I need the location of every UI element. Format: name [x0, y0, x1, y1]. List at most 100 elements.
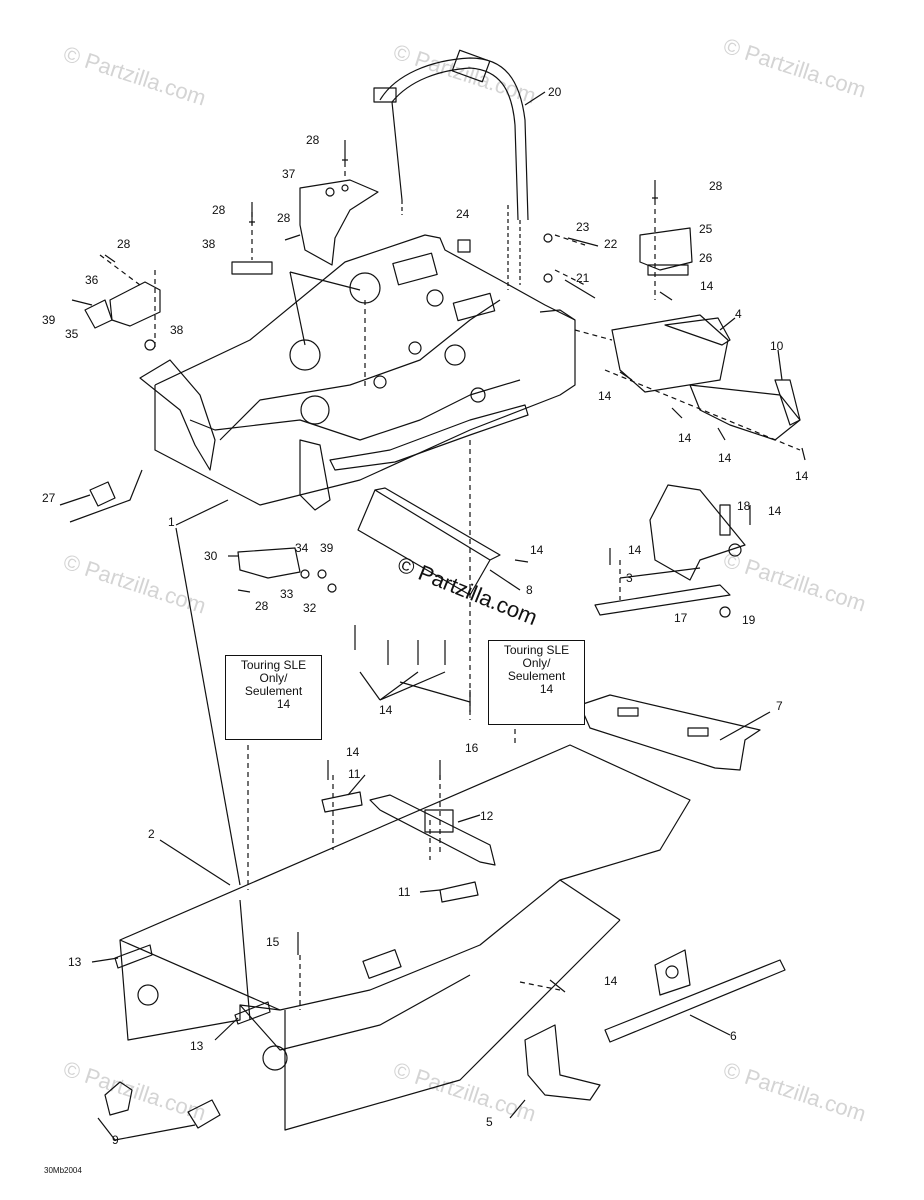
callout-32: 34: [295, 541, 309, 555]
pad-11: [321, 791, 363, 813]
watermark: © Partzilla.com: [60, 549, 209, 619]
callout-7: 7: [776, 699, 783, 713]
touring-note-part: 14: [539, 682, 554, 696]
watermark: © Partzilla.com: [720, 33, 869, 103]
leader-lines: [59, 91, 783, 1141]
bracket-29: [237, 547, 301, 579]
callout-28: 28: [709, 179, 723, 193]
plate-9: [187, 1099, 221, 1129]
front-rail: [329, 404, 529, 471]
fasteners: [71, 140, 806, 993]
front-frame-top: [154, 234, 576, 386]
washer-32: [300, 569, 310, 579]
callout-18: 18: [737, 499, 751, 513]
watermarks: © Partzilla.com © Partzilla.com © Partzi…: [60, 33, 869, 1127]
clamp-25: [639, 227, 693, 271]
callout-2: 2: [148, 827, 155, 841]
touring-note-line: Seulement: [507, 669, 566, 683]
rail-17: [594, 584, 731, 616]
callout-28: 28: [277, 211, 291, 225]
nut-24: [457, 239, 471, 253]
watermark: © Partzilla.com: [390, 39, 539, 109]
part-10: [689, 384, 801, 441]
callout-14: 14: [346, 745, 360, 759]
washer-31: [317, 569, 327, 579]
callout-24: 24: [456, 207, 470, 221]
callout-27: 27: [42, 491, 56, 505]
plate-9: [104, 1081, 133, 1116]
callout-17: 17: [674, 611, 688, 625]
watermark: © Partzilla.com: [60, 41, 209, 111]
center-lines: [99, 162, 801, 1010]
callout-34: 37: [282, 167, 296, 181]
washer-23: [543, 233, 553, 243]
callout-14: 14: [795, 469, 809, 483]
callout-10: 10: [770, 339, 784, 353]
touring-note-right: Touring SLE Only/ Seulement 14: [488, 640, 585, 725]
rod-27: [69, 469, 143, 523]
watermark: © Partzilla.com: [720, 1057, 869, 1127]
tunnel: [119, 744, 691, 1041]
callout-14: 14: [678, 431, 692, 445]
callout-3: 3: [626, 571, 633, 585]
callout-35: 35: [65, 327, 79, 341]
callout-1: 1: [168, 515, 175, 529]
watermark: © Partzilla.com: [390, 1057, 539, 1127]
touring-note-line: Touring SLE: [503, 643, 570, 657]
steering-clamp: [373, 87, 397, 103]
callout-28: 28: [255, 599, 269, 613]
callout-numbers: 20 28 37 28 28 38 28 36 39 35 38 24 23 2…: [42, 85, 809, 1147]
bracket-5: [524, 1024, 601, 1101]
mount-38: [231, 261, 273, 275]
callout-33: 36: [85, 273, 99, 287]
front-frame: [154, 309, 576, 506]
callout-14: 14: [530, 543, 544, 557]
callout-11: 11: [348, 767, 361, 781]
callout-15: 15: [266, 935, 280, 949]
washer-21: [543, 273, 553, 283]
bracket-12: [369, 794, 496, 866]
touring-note-line: Only/: [259, 671, 288, 685]
callout-5: 5: [486, 1115, 493, 1129]
callout-6: 6: [730, 1029, 737, 1043]
callout-28: 28: [117, 237, 131, 251]
callout-14: 14: [379, 703, 393, 717]
watermark: © Partzilla.com: [60, 1056, 209, 1126]
callout-37: 38: [170, 323, 184, 337]
plate-33: [109, 281, 161, 327]
plate-4: [611, 314, 729, 393]
callout-19: 19: [742, 613, 756, 627]
pad-11: [439, 881, 479, 903]
callout-14: 14: [628, 543, 642, 557]
touring-note-line: Touring SLE: [240, 658, 307, 672]
angle-8: [357, 487, 501, 596]
callout-20: 20: [548, 85, 562, 99]
callout-14: 14: [768, 504, 782, 518]
front-rail: [139, 359, 216, 471]
callout-25: 25: [699, 222, 713, 236]
bracket-34: [299, 179, 379, 266]
touring-note-line: Seulement: [244, 684, 303, 698]
bar-6: [604, 959, 786, 1043]
callout-13: 13: [68, 955, 82, 969]
line-art: [59, 49, 806, 1141]
callout-8: 8: [526, 583, 533, 597]
touring-note-part: 14: [276, 697, 291, 711]
callout-11: 11: [398, 885, 411, 899]
callout-4: 4: [735, 307, 742, 321]
callout-14: 14: [700, 279, 714, 293]
callout-14: 14: [598, 389, 612, 403]
callout-39: 39: [320, 541, 334, 555]
callout-31: 33: [280, 587, 294, 601]
watermark: © Partzilla.com: [720, 547, 869, 617]
callout-9: 9: [112, 1133, 119, 1147]
drawing-code: 30Mb2004: [44, 1166, 82, 1175]
touring-note-left: Touring SLE Only/ Seulement 14: [225, 655, 322, 740]
callout-14: 14: [604, 974, 618, 988]
rail-3: [649, 484, 746, 581]
washer-37: [144, 339, 156, 351]
callout-12: 12: [480, 809, 494, 823]
steering-loop: [379, 57, 529, 221]
callout-30: 32: [303, 601, 317, 615]
